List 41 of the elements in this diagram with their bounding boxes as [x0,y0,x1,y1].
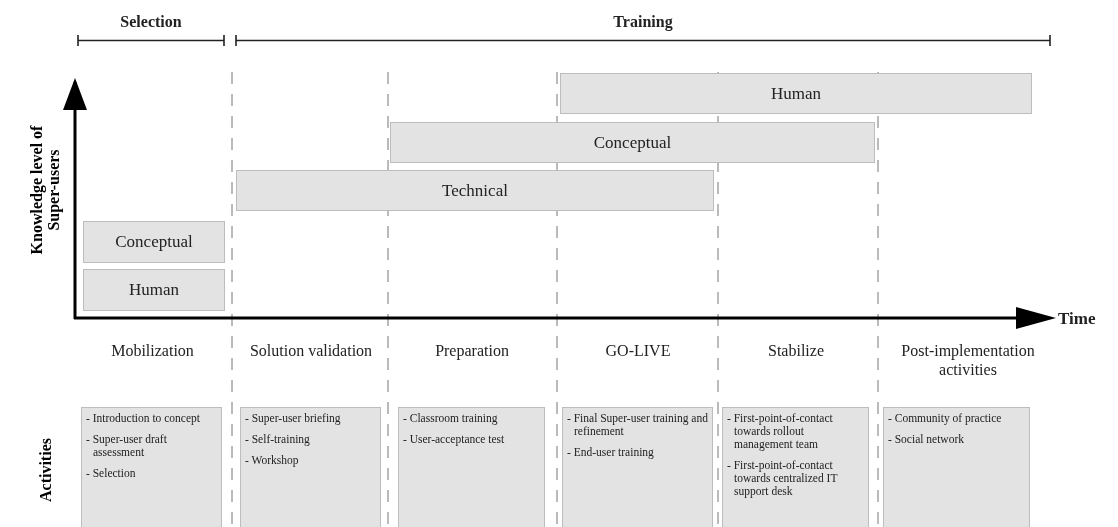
knowledge-bar [83,269,225,311]
phase-name: Post-implementation activities [900,341,1036,379]
activity-item: - Selection [86,467,137,480]
knowledge-bar [390,122,875,163]
activity-item: - Classroom training [403,412,499,425]
knowledge-bar [83,221,225,263]
activity-item: - Community of practice [888,412,1003,425]
phase-name: Preparation [434,341,510,360]
activities-box [240,407,381,527]
phase-name: Solution validation [248,341,374,360]
activity-item: - Introduction to concept [86,412,201,425]
row-label: Activities [35,437,55,504]
activity-item: - Workshop [245,454,300,467]
activities-box [398,407,545,527]
activity-item: - First-point-of-contact towards rollout management team [727,412,834,451]
phase-name: Stabilize [767,341,825,360]
activities-box [883,407,1030,527]
activity-item: - Self-training [245,433,311,446]
activity-item: - First-point-of-contact towards centralized IT support desk [727,459,839,498]
phase-group-label: Training [612,12,674,31]
activities-box [722,407,869,527]
bar-label: Technical [442,180,508,201]
activity-item: - Final Super-user training and refinement [567,412,709,438]
bar-label: Human [770,83,821,104]
activity-item: - User-acceptance test [403,433,506,446]
activity-item: - Super-user briefing [245,412,342,425]
phase-name: Mobilization [110,341,195,360]
phase-name: GO-LIVE [604,341,672,360]
axis-label: Time [1058,309,1097,328]
activity-item: - Super-user draft assessment [86,433,168,459]
bar-label: Human [128,280,179,300]
activity-item: - End-user training [567,446,655,459]
activity-item: - Social network [888,433,965,446]
activities-box [81,407,222,527]
activities-box [562,407,713,527]
phase-group-label: Selection [119,12,183,31]
bar-label: Conceptual [593,132,672,153]
knowledge-bar [560,73,1032,114]
axis-label: Knowledge level of Super-users [28,124,62,257]
bar-label: Conceptual [115,232,193,252]
knowledge-bar [236,170,714,211]
